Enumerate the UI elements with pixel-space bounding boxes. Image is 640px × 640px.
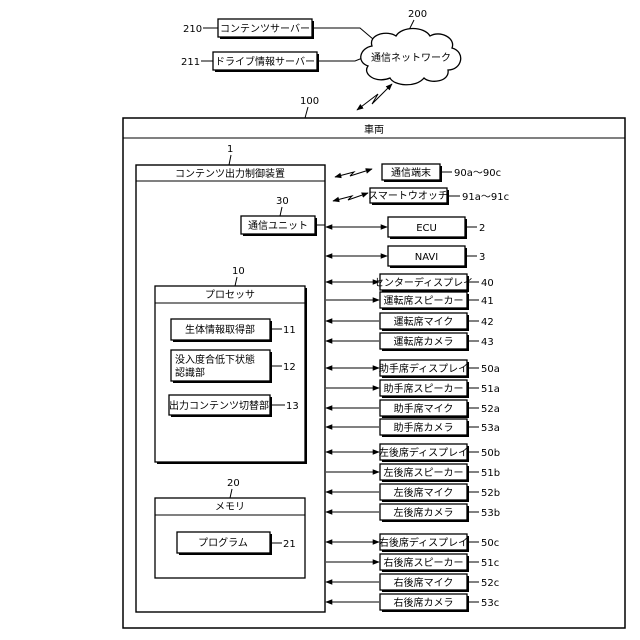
device-ref: 53b — [481, 508, 500, 519]
device-label: 右後席カメラ — [394, 596, 454, 609]
processor-title: プロセッサ — [205, 289, 255, 301]
device-ref: 52a — [481, 404, 500, 415]
device-ref: 40 — [481, 278, 494, 289]
device-ref: 51b — [481, 468, 500, 479]
device-ref: 50a — [481, 364, 500, 375]
device-ref: 51c — [481, 558, 499, 569]
network-label: 通信ネットワーク — [371, 52, 451, 64]
processor-box: 10 プロセッサ 生体情報取得部 11 没入度合低下状態 認識部 12 出力コン… — [155, 266, 307, 464]
device-label: 助手席カメラ — [394, 421, 454, 434]
ref-211: 211 — [181, 57, 200, 68]
device-label: 右後席ディスプレイ — [379, 536, 468, 549]
device-ref: 2 — [479, 223, 485, 234]
output-content-switching-unit: 出力コンテンツ切替部 — [169, 399, 269, 412]
drive-info-server-label: ドライブ情報サーバー — [215, 55, 315, 68]
device-ref: 42 — [481, 317, 494, 328]
device-label: 助手席スピーカー — [384, 382, 464, 395]
device-label: 左後席スピーカー — [384, 466, 464, 479]
content-server: 210 コンテンツサーバー — [183, 19, 380, 45]
vehicle-title: 車両 — [364, 123, 384, 136]
device-label: 左後席ディスプレイ — [379, 446, 468, 459]
program-label: プログラム — [198, 536, 248, 549]
device-label: センターディスプレイ — [374, 276, 473, 289]
device-ref: 53a — [481, 423, 500, 434]
ref-12: 12 — [283, 362, 296, 373]
device-ref: 52b — [481, 488, 500, 499]
ref-1: 1 — [227, 144, 233, 155]
ref-210: 210 — [183, 24, 202, 35]
ref-100: 100 — [300, 96, 319, 107]
device-label: 助手席ディスプレイ — [379, 362, 468, 375]
network-cloud: 200 通信ネットワーク — [361, 9, 461, 85]
ref-90: 90a～90c — [454, 168, 501, 179]
device-label: 運転席マイク — [394, 315, 454, 328]
device-ref: 3 — [479, 252, 485, 263]
ref-20: 20 — [227, 478, 240, 489]
device-ref: 50b — [481, 448, 500, 459]
ref-200: 200 — [408, 9, 427, 20]
device-ref: 41 — [481, 296, 494, 307]
device-ref: 53c — [481, 598, 499, 609]
content-server-label: コンテンツサーバー — [220, 23, 310, 35]
ref-21: 21 — [283, 539, 296, 550]
device-label: ECU — [416, 223, 437, 234]
device-label: 右後席スピーカー — [384, 556, 464, 569]
device-label: 運転席カメラ — [394, 335, 454, 348]
memory-title: メモリ — [215, 502, 245, 513]
biometric-acquisition-unit: 生体情報取得部 — [185, 323, 255, 336]
ref-91: 91a～91c — [462, 192, 509, 203]
mobile-terminal-label: 通信端末 — [391, 166, 431, 179]
immersion-decline-recognition-unit-line2: 認識部 — [175, 366, 205, 379]
device-label: 左後席カメラ — [394, 506, 454, 519]
device-label: NAVI — [415, 252, 438, 263]
device-label: 運転席スピーカー — [384, 294, 464, 307]
controller-title: コンテンツ出力制御装置 — [175, 167, 285, 180]
ref-30: 30 — [276, 196, 289, 207]
device-ref: 43 — [481, 337, 494, 348]
ref-13: 13 — [286, 401, 299, 412]
device-ref: 51a — [481, 384, 500, 395]
ref-11: 11 — [283, 325, 296, 336]
comm-unit-label: 通信ユニット — [248, 220, 308, 232]
device-label: 右後席マイク — [394, 576, 454, 589]
device-label: 助手席マイク — [394, 402, 454, 415]
drive-info-server: 211 ドライブ情報サーバー — [181, 52, 365, 72]
device-ref: 50c — [481, 538, 499, 549]
immersion-decline-recognition-unit: 没入度合低下状態 — [175, 353, 255, 366]
ref-10: 10 — [232, 266, 245, 277]
smartwatch-label: スマートウオッチ — [368, 190, 448, 202]
wireless-link-icon — [357, 84, 392, 110]
device-label: 左後席マイク — [394, 486, 454, 499]
device-ref: 52c — [481, 578, 499, 589]
